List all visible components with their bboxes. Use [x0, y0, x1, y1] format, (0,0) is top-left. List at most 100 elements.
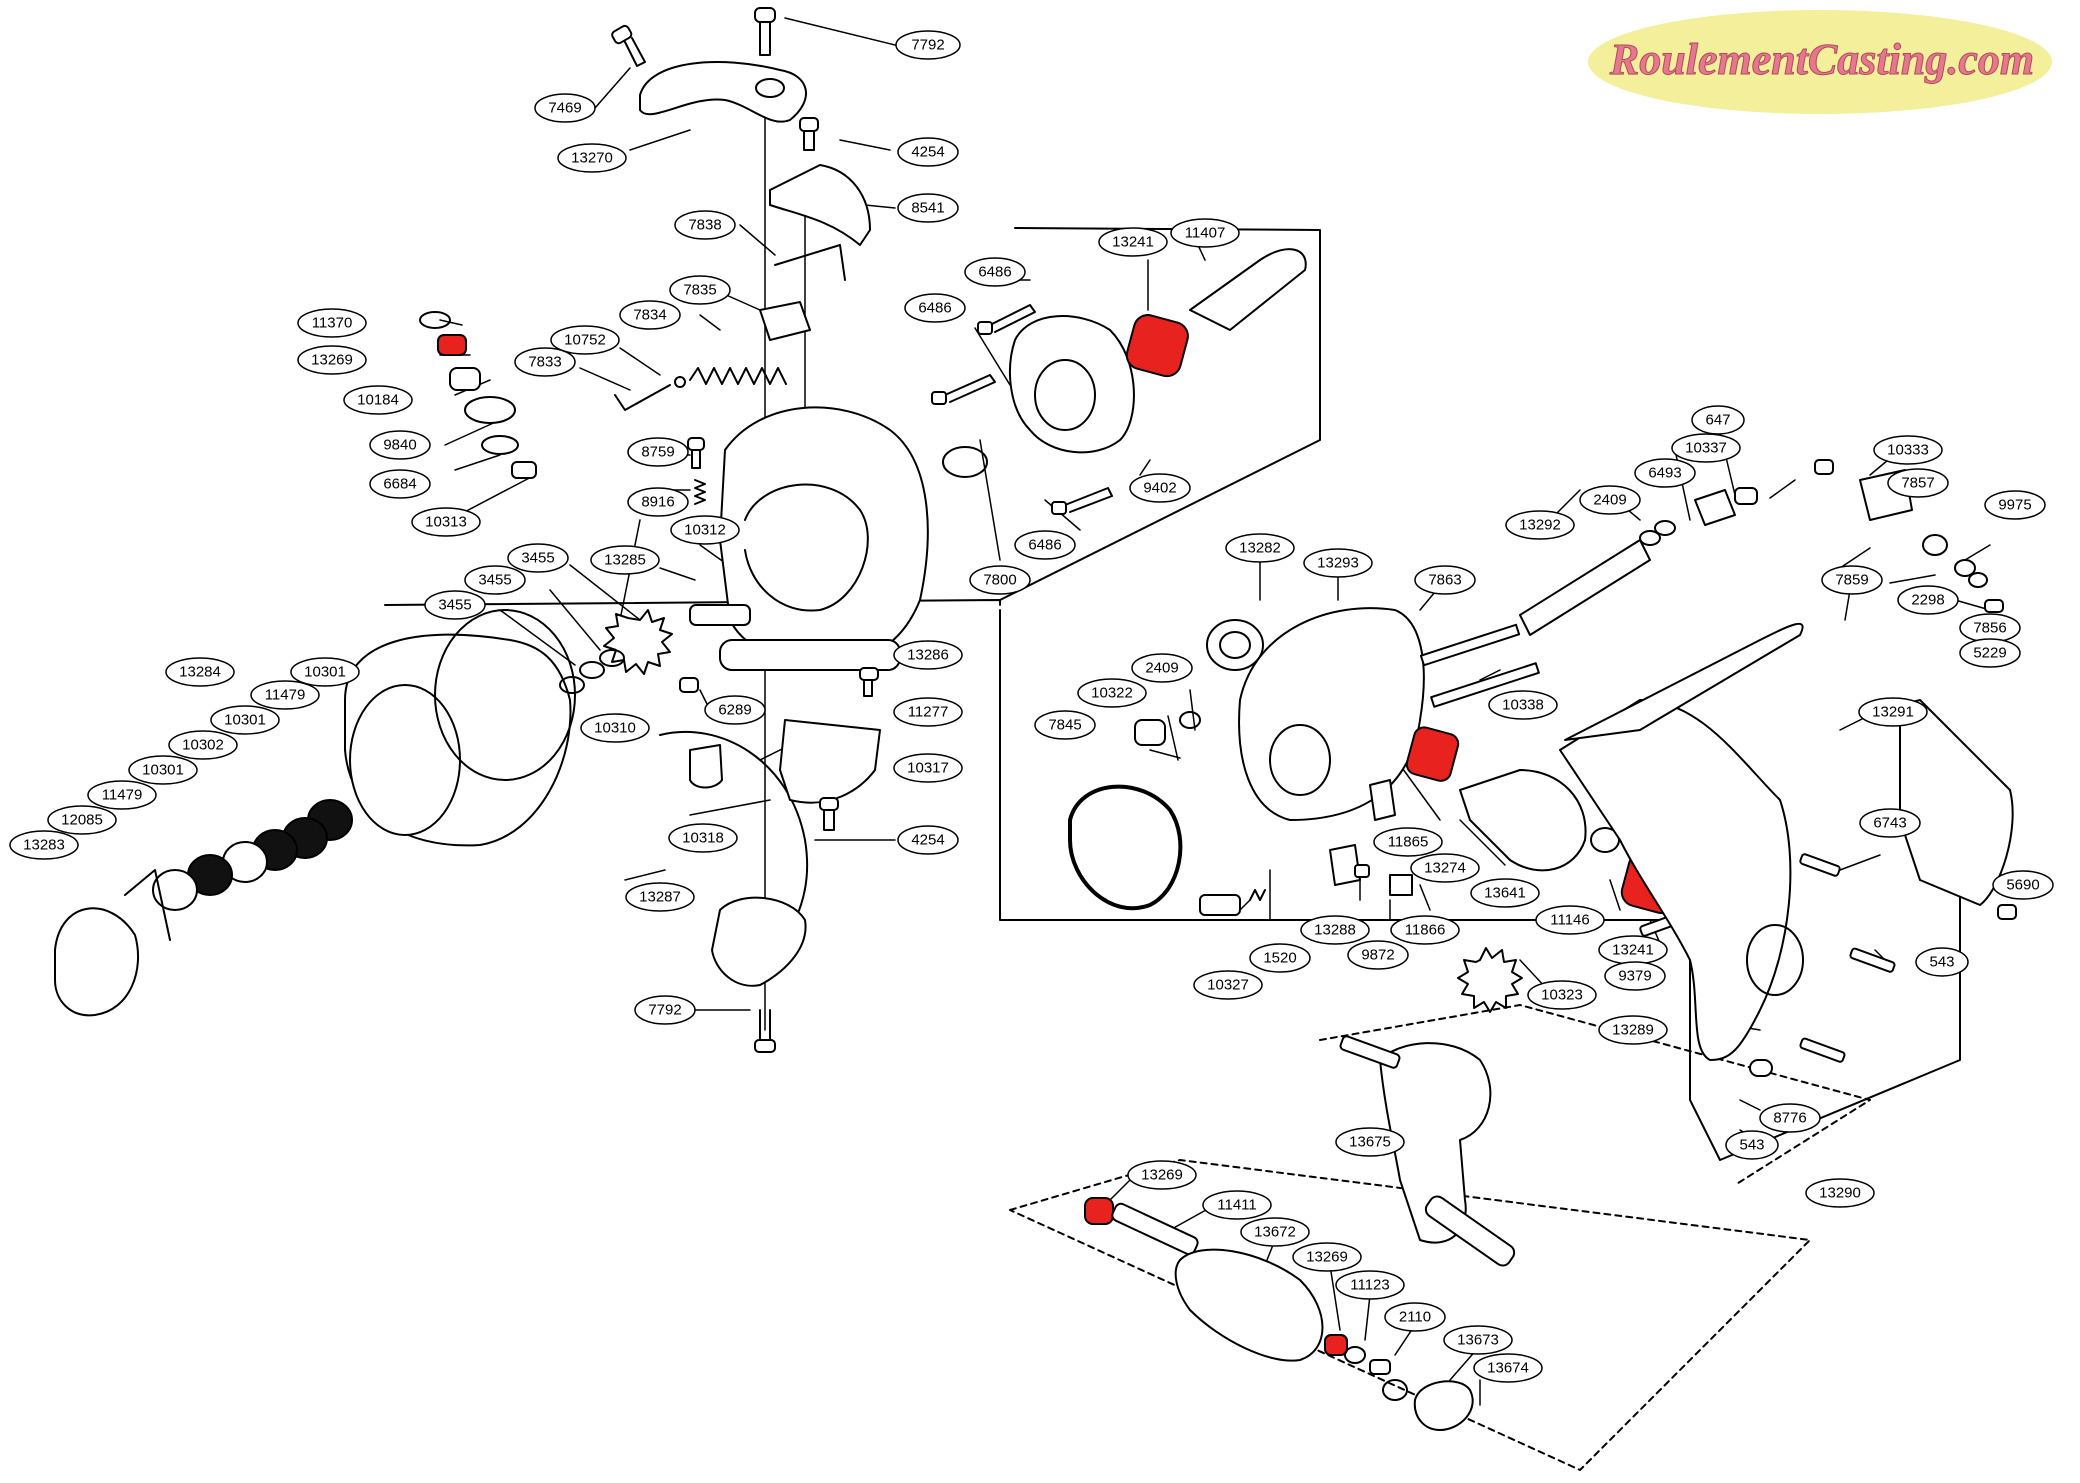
screw-5690: [1997, 904, 2017, 920]
svg-text:7469: 7469: [548, 100, 581, 117]
label-11865: 11865: [1373, 827, 1443, 857]
svg-text:10313: 10313: [425, 514, 467, 531]
body-13289: [1559, 699, 1792, 1061]
ring-13673: [1382, 1379, 1408, 1401]
washer-11123: [1344, 1346, 1366, 1364]
rotor-13285: [719, 406, 929, 664]
label-13675: 13675: [1335, 1127, 1405, 1157]
svg-text:7863: 7863: [1428, 572, 1461, 589]
svg-text:543: 543: [1929, 954, 1954, 971]
svg-text:10338: 10338: [1502, 697, 1544, 714]
label-10327: 10327: [1193, 970, 1263, 1000]
svg-text:3455: 3455: [438, 597, 471, 614]
svg-text:13269: 13269: [1141, 1167, 1183, 1184]
label-10301-c: 10301: [128, 755, 198, 785]
screw-6289: [679, 677, 699, 693]
svg-text:10327: 10327: [1207, 977, 1249, 994]
label-6289: 6289: [704, 695, 766, 725]
label-11479-b: 11479: [87, 780, 157, 810]
washer-3455-1: [559, 676, 585, 694]
pawl-11865: [1369, 779, 1396, 821]
washer-6493: [1654, 520, 1676, 536]
label-10333: 10333: [1873, 435, 1943, 465]
screw-8759: [687, 437, 705, 469]
screw-11277: [859, 667, 879, 697]
label-6486-b: 6486: [904, 293, 966, 323]
svg-text:13284: 13284: [179, 664, 221, 681]
label-13282: 13282: [1225, 533, 1295, 563]
svg-text:7845: 7845: [1048, 717, 1081, 734]
label-13672: 13672: [1240, 1217, 1310, 1247]
svg-text:6486: 6486: [1028, 537, 1061, 554]
svg-text:13269: 13269: [1306, 1249, 1348, 1266]
label-13287: 13287: [625, 882, 695, 912]
collar-9975: [1922, 534, 1948, 556]
spring-1520: [1249, 889, 1266, 901]
svg-text:7800: 7800: [983, 572, 1016, 589]
rotor-nut-9402: [1009, 315, 1135, 454]
washer-3455-3: [599, 649, 625, 667]
svg-text:6486: 6486: [918, 300, 951, 317]
label-10318: 10318: [668, 823, 738, 853]
bearing-13269-knob-a: [1084, 1197, 1114, 1225]
label-6486-a: 6486: [964, 257, 1026, 287]
label-10338: 10338: [1488, 690, 1558, 720]
bearing-13269-knob-b: [1324, 1334, 1348, 1356]
plate-11866: [1389, 874, 1413, 896]
label-13269-knob-a: 13269: [1127, 1160, 1197, 1190]
svg-text:13285: 13285: [604, 552, 646, 569]
label-11370: 11370: [297, 308, 367, 338]
label-6493: 6493: [1634, 458, 1696, 488]
washer-7856: [1968, 572, 1988, 588]
svg-text:647: 647: [1705, 412, 1730, 429]
svg-text:3455: 3455: [478, 572, 511, 589]
screw-10333: [1814, 459, 1834, 475]
screw-4254-bottom: [819, 797, 839, 831]
screw-9872: [1354, 864, 1370, 878]
svg-text:13675: 13675: [1349, 1134, 1391, 1151]
label-9840: 9840: [369, 430, 431, 460]
sleeve-10184: [449, 367, 481, 391]
svg-text:10322: 10322: [1091, 685, 1133, 702]
ring-7845: [1068, 784, 1183, 911]
svg-text:6486: 6486: [978, 264, 1011, 281]
svg-text:13287: 13287: [639, 889, 681, 906]
label-7792-bottom: 7792: [634, 995, 696, 1025]
svg-text:7792: 7792: [648, 1002, 681, 1019]
drag-washer-11479-b: [152, 869, 198, 911]
svg-text:7838: 7838: [688, 217, 721, 234]
label-7863: 7863: [1414, 565, 1476, 595]
svg-text:13641: 13641: [1484, 885, 1526, 902]
svg-text:13270: 13270: [571, 150, 613, 167]
label-3455-a: 3455: [507, 543, 569, 573]
label-647: 647: [1691, 405, 1745, 435]
svg-text:12085: 12085: [61, 812, 103, 829]
svg-text:10301: 10301: [304, 664, 346, 681]
shaft-10312: [689, 604, 751, 626]
screw-7792-bottom: [754, 1009, 776, 1053]
svg-text:13241: 13241: [1612, 942, 1654, 959]
label-2110: 2110: [1384, 1302, 1446, 1332]
label-7833: 7833: [514, 347, 576, 377]
svg-text:2110: 2110: [1399, 1309, 1431, 1326]
svg-text:2409: 2409: [1145, 660, 1178, 677]
label-1520: 1520: [1249, 943, 1311, 973]
svg-text:1520: 1520: [1263, 950, 1296, 967]
clip-7835: [759, 301, 811, 341]
svg-text:10318: 10318: [682, 830, 724, 847]
label-13284: 13284: [165, 657, 235, 687]
label-5690: 5690: [1992, 870, 2054, 900]
svg-text:13288: 13288: [1314, 922, 1356, 939]
washer-10752: [674, 376, 686, 388]
svg-text:6743: 6743: [1873, 815, 1906, 832]
svg-text:6289: 6289: [718, 702, 751, 719]
svg-text:10310: 10310: [594, 720, 636, 737]
svg-text:10302: 10302: [182, 737, 224, 754]
label-13270: 13270: [557, 143, 627, 173]
svg-text:7857: 7857: [1901, 475, 1934, 492]
label-13269-knob-b: 13269: [1292, 1242, 1362, 1272]
label-11411: 11411: [1202, 1190, 1272, 1220]
rotor-13285-base: [719, 639, 901, 671]
knob-13672: [1174, 1248, 1324, 1362]
label-10302: 10302: [168, 730, 238, 760]
